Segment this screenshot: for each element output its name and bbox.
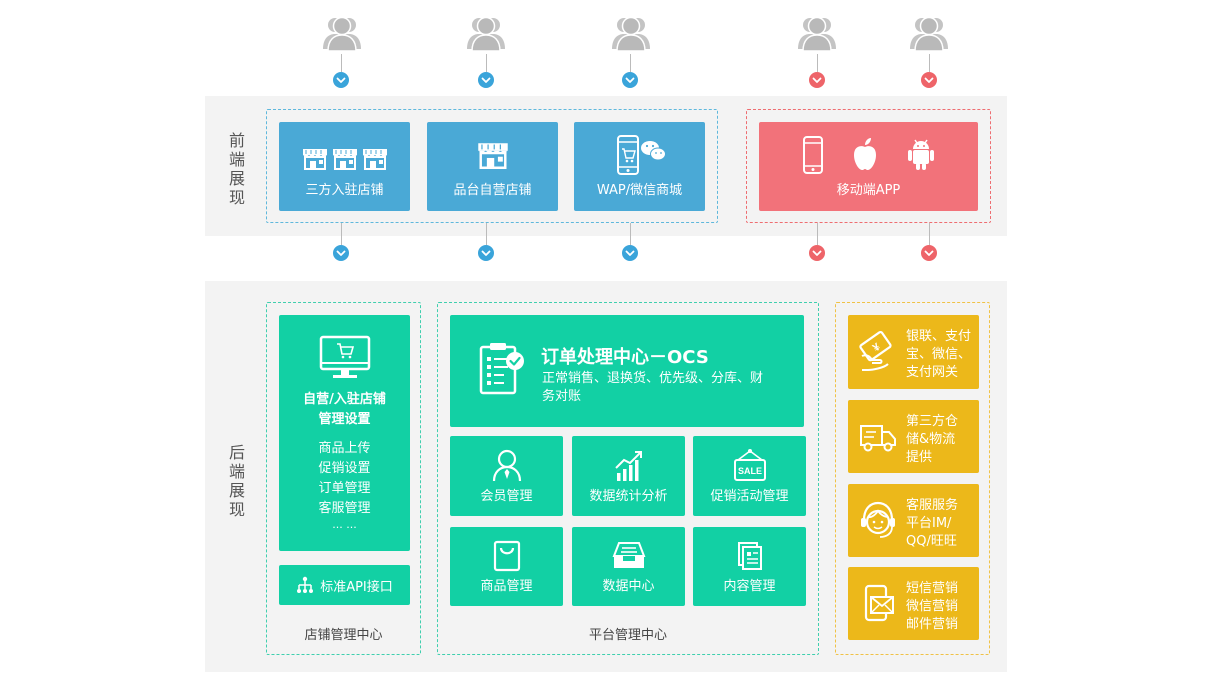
- card-label: WAP/微信商城: [596, 183, 683, 198]
- promotion-management-card[interactable]: SALE 促销活动管理: [693, 436, 806, 516]
- platform-management-group: [437, 302, 819, 655]
- third-party-store-card[interactable]: 三方入驻店铺: [279, 122, 410, 211]
- data-analysis-card[interactable]: 数据统计分析: [572, 436, 685, 516]
- inbox-icon: [612, 542, 645, 568]
- customer-service-card[interactable]: 客服服务 平台IM/ QQ/旺旺: [848, 484, 979, 557]
- list-item: 订单管理: [318, 481, 371, 496]
- marketing-service-card[interactable]: 短信营销 微信营销 邮件营销: [848, 567, 979, 640]
- self-operated-store-card[interactable]: 品台自营店铺: [427, 122, 558, 211]
- payment-service-card[interactable]: ¥ 银联、支付 宝、微信、 支付网关: [848, 315, 979, 389]
- member-management-card[interactable]: 会员管理: [450, 436, 563, 516]
- phone-wechat-icon: [616, 135, 666, 175]
- connector-line: [929, 223, 930, 245]
- down-arrow-icon: [478, 72, 494, 88]
- user-icon: [908, 15, 950, 51]
- connector-line: [817, 223, 818, 245]
- down-arrow-icon: [921, 245, 937, 261]
- store-icon: [362, 148, 388, 170]
- down-arrow-icon: [333, 245, 349, 261]
- connector-line: [486, 223, 487, 245]
- ocs-card[interactable]: 订单处理中心－OCS 正常销售、退换货、优先级、分库、财 务对账: [450, 315, 804, 427]
- card-label: 移动端APP: [836, 183, 901, 198]
- user-icon: [610, 15, 652, 51]
- connector-line: [341, 54, 342, 72]
- svg-text:SALE: SALE: [737, 466, 761, 476]
- third-party-services-group: [835, 302, 990, 655]
- android-icon: [907, 139, 934, 170]
- store-icon: [302, 148, 328, 170]
- card-label: 品台自营店铺: [453, 183, 532, 198]
- apple-icon: [853, 138, 876, 170]
- member-icon: [492, 449, 521, 482]
- service-text: 银联、支付 宝、微信、 支付网关: [906, 329, 972, 380]
- platform-management-caption: 平台管理中心: [588, 628, 667, 643]
- bag-icon: [493, 540, 520, 572]
- down-arrow-icon: [921, 72, 937, 88]
- service-text: 第三方仓 储&物流 提供: [906, 414, 959, 465]
- content-management-card[interactable]: 内容管理: [693, 527, 806, 606]
- store-management-caption: 店铺管理中心: [304, 628, 383, 643]
- list-item: 客服管理: [318, 501, 371, 516]
- connector-line: [341, 223, 342, 245]
- mail-phone-icon: [864, 584, 894, 621]
- truck-icon: [860, 424, 896, 451]
- ocs-title: 订单处理中心－OCS: [541, 347, 709, 368]
- connector-line: [929, 54, 930, 72]
- store-settings-card[interactable]: 自营/入驻店铺 管理设置 商品上传 促销设置 订单管理 客服管理 ... ...: [279, 315, 410, 551]
- ocs-description: 正常销售、退换货、优先级、分库、财 务对账: [542, 371, 764, 404]
- back-end-label: 后端展现: [228, 443, 245, 519]
- down-arrow-icon: [333, 72, 349, 88]
- document-icon: [737, 542, 762, 570]
- user-icon: [465, 15, 507, 51]
- user-icon: [796, 15, 838, 51]
- iphone-icon: [802, 136, 823, 174]
- module-label: 数据统计分析: [589, 489, 668, 504]
- monitor-cart-icon: [319, 335, 371, 378]
- connector-line: [630, 223, 631, 245]
- connector-line: [486, 54, 487, 72]
- wap-wechat-mall-card[interactable]: WAP/微信商城: [574, 122, 705, 211]
- store-settings-title: 自营/入驻店铺 管理设置: [303, 392, 386, 427]
- store-management-group: [266, 302, 421, 655]
- card-label: 三方入驻店铺: [305, 183, 384, 198]
- mobile-app-card[interactable]: 移动端APP: [759, 122, 978, 211]
- sale-tag-icon: SALE: [733, 449, 766, 481]
- list-item: ... ...: [332, 518, 357, 531]
- store-settings-list: 商品上传 促销设置 订单管理 客服管理 ... ...: [279, 439, 410, 531]
- api-label: 标准API接口: [320, 579, 393, 595]
- web-channels-group: [266, 109, 718, 223]
- down-arrow-icon: [478, 245, 494, 261]
- module-label: 促销活动管理: [710, 489, 789, 504]
- module-label: 商品管理: [480, 579, 533, 594]
- headset-icon: [861, 501, 895, 538]
- org-tree-icon: [297, 576, 314, 593]
- module-label: 内容管理: [723, 579, 776, 594]
- module-label: 数据中心: [602, 579, 655, 594]
- mobile-channels-group: [746, 109, 991, 223]
- data-center-card[interactable]: 数据中心: [572, 527, 685, 606]
- user-icon: [321, 15, 363, 51]
- standard-api-button[interactable]: 标准API接口: [279, 565, 410, 605]
- service-text: 客服服务 平台IM/ QQ/旺旺: [906, 498, 959, 549]
- down-arrow-icon: [809, 72, 825, 88]
- down-arrow-icon: [622, 245, 638, 261]
- list-item: 促销设置: [318, 461, 371, 476]
- store-icon: [477, 142, 509, 169]
- product-management-card[interactable]: 商品管理: [450, 527, 563, 606]
- store-icon: [332, 148, 358, 170]
- front-end-label: 前端展现: [228, 131, 245, 207]
- module-label: 会员管理: [480, 489, 533, 504]
- connector-line: [630, 54, 631, 72]
- down-arrow-icon: [622, 72, 638, 88]
- connector-line: [817, 54, 818, 72]
- list-item: 商品上传: [318, 441, 371, 456]
- clipboard-check-icon: [479, 343, 524, 395]
- service-text: 短信营销 微信营销 邮件营销: [906, 581, 959, 632]
- chart-icon: [614, 451, 642, 481]
- down-arrow-icon: [809, 245, 825, 261]
- store-icons: [279, 148, 410, 170]
- payment-card-icon: ¥: [859, 330, 892, 371]
- logistics-service-card[interactable]: 第三方仓 储&物流 提供: [848, 400, 979, 473]
